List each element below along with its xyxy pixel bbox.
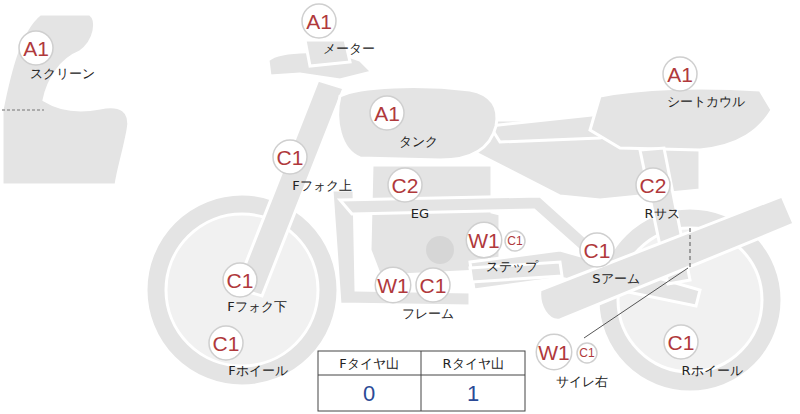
part-name: Fフォク上 <box>292 179 351 192</box>
callout-code: C1 <box>420 275 447 296</box>
part-name: ステップ <box>486 260 538 273</box>
callout-circle <box>416 268 450 302</box>
callout-circle <box>375 267 411 303</box>
part-name: Rサス <box>644 207 679 220</box>
callout-code: A1 <box>667 64 693 85</box>
table-frame <box>318 351 525 411</box>
callout-circle <box>580 233 614 267</box>
callout-circle <box>577 343 597 363</box>
callout-circle <box>388 168 422 202</box>
part-name: スクリーン <box>30 67 95 80</box>
part-name: サイレ右 <box>556 375 608 388</box>
callout-circle <box>466 222 502 258</box>
callout-code: A1 <box>306 11 332 32</box>
callout-code: C1 <box>668 332 695 353</box>
callout-circle <box>505 231 525 251</box>
callout-code: W1 <box>538 342 570 363</box>
callout-code: A1 <box>23 38 49 59</box>
part-name: タンク <box>399 135 438 148</box>
front-rim <box>166 214 318 366</box>
callout-circle <box>370 96 404 130</box>
callout-circle <box>536 334 572 370</box>
callout-code: W1 <box>377 275 409 296</box>
callout-circle <box>664 325 698 359</box>
part-name: Fフォク下 <box>227 300 286 313</box>
part-name: メーター <box>323 42 375 55</box>
part-name: Rホイール <box>681 364 742 377</box>
part-name: フレーム <box>402 307 454 320</box>
callout-circle <box>19 31 53 65</box>
part-name: シートカウル <box>667 95 745 108</box>
table-rule <box>421 351 422 411</box>
callout-code: A1 <box>374 103 400 124</box>
callout-code: C1 <box>227 270 254 291</box>
tank <box>338 87 497 160</box>
screen-cut-line <box>2 109 44 111</box>
callout-circle <box>209 326 243 360</box>
callout-circle <box>663 57 697 91</box>
part-name: Sアーム <box>592 272 639 285</box>
callout-code: C2 <box>640 175 667 196</box>
leader-dash <box>690 228 691 268</box>
engine-case <box>426 236 454 264</box>
muffler <box>540 196 794 320</box>
table-header: Rタイヤ山 <box>442 357 503 370</box>
callout-circle <box>636 168 670 202</box>
callout-circle <box>223 263 257 297</box>
front-tire <box>146 194 338 386</box>
table-header: Fタイヤ山 <box>339 357 398 370</box>
callout-code: C1 <box>584 240 611 261</box>
frame-tube <box>340 196 600 258</box>
callout-code-small: C1 <box>579 347 594 359</box>
callout-circle <box>302 4 336 38</box>
callout-code: C1 <box>277 147 304 168</box>
callout-circle <box>273 140 307 174</box>
callout-code: C2 <box>392 175 419 196</box>
screen <box>2 14 129 185</box>
callout-code: C1 <box>213 333 240 354</box>
table-value: 0 <box>363 383 375 405</box>
seat-cowl <box>590 88 772 150</box>
part-name: EG <box>411 207 429 220</box>
callout-code-small: C1 <box>507 235 522 247</box>
table-value: 1 <box>467 383 479 405</box>
part-name: Fホイール <box>228 364 287 377</box>
callout-code: W1 <box>468 230 500 251</box>
